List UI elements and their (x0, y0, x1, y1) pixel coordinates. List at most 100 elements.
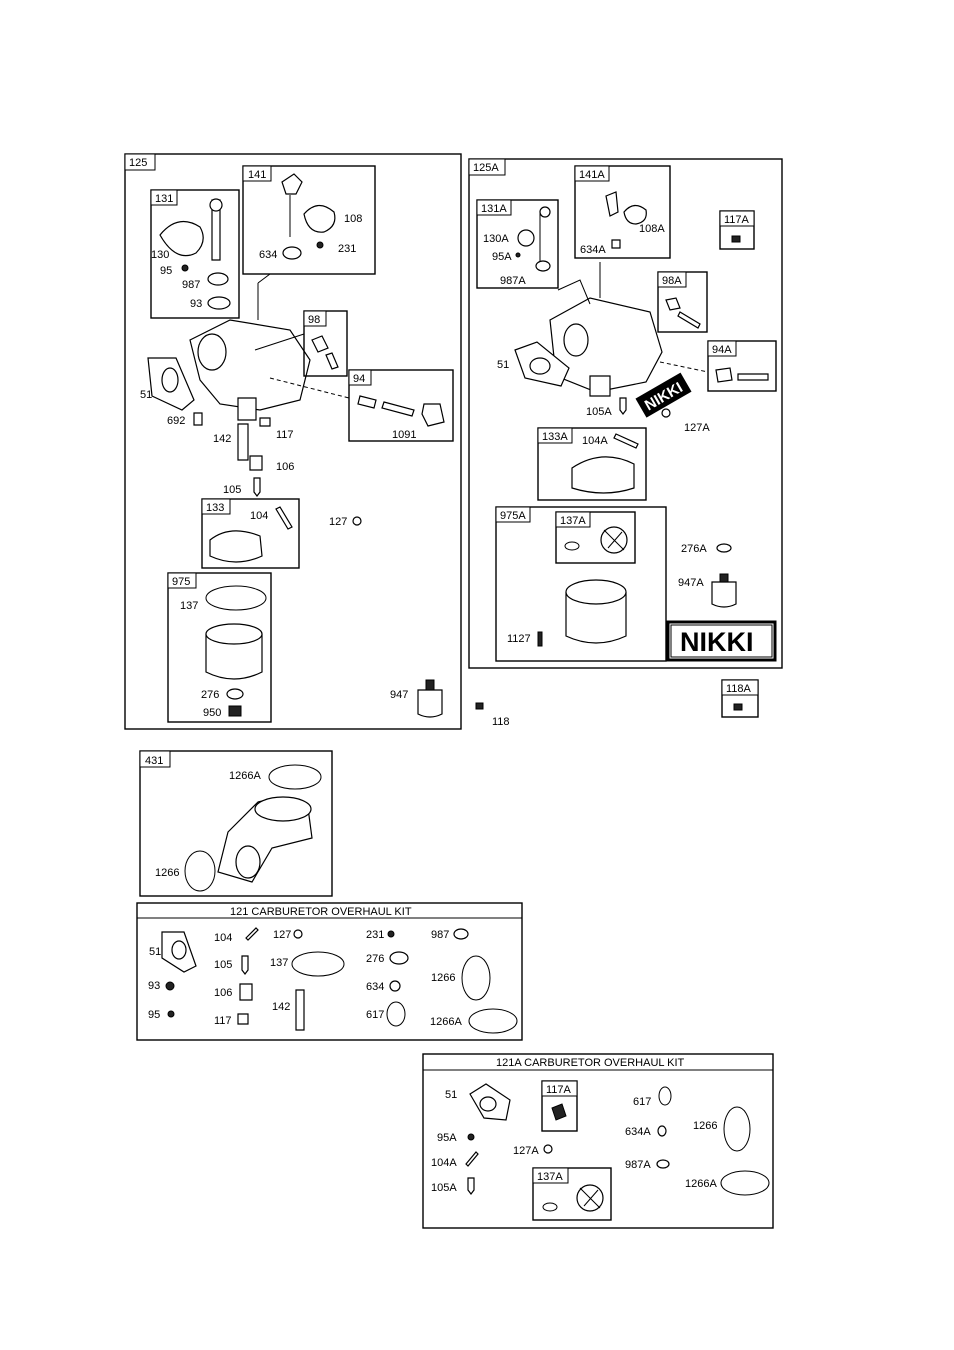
kit-121A-frame (422, 1053, 774, 1229)
label-108: 108 (344, 213, 362, 225)
kit121-label-127: 127 (273, 929, 291, 941)
box-141A (574, 165, 671, 259)
loose-parts-118: 118A 118 (475, 679, 759, 728)
label-105A: 105A (586, 406, 612, 418)
label-95: 95 (160, 265, 172, 277)
box-141-tag: 141 (248, 169, 266, 181)
label-987A: 987A (500, 275, 526, 287)
label-51A-side: 51 (497, 359, 509, 371)
kit121A-label-987A: 987A (625, 1159, 651, 1171)
label-127A: 127A (684, 422, 710, 434)
label-276: 276 (201, 689, 219, 701)
label-118: 118 (492, 716, 510, 728)
label-106: 106 (276, 461, 294, 473)
throttle-plate-icon (159, 220, 204, 257)
assembly-125-frame (124, 153, 462, 730)
choke-lever-icon (281, 173, 303, 195)
label-634A: 634A (580, 244, 606, 256)
assembly-125: 125 131 130 95 987 93 141 108 634 231 (124, 153, 462, 730)
label-130A: 130A (483, 233, 509, 245)
kit121-label-51: 51 (149, 946, 161, 958)
box-133-tag: 133 (206, 502, 224, 514)
label-276A: 276A (681, 543, 707, 555)
float-133A-icon (571, 456, 635, 494)
label-947: 947 (390, 689, 408, 701)
box-131A (476, 199, 559, 289)
kit121-label-142: 142 (272, 1001, 290, 1013)
kit-121-title: 121 CARBURETOR OVERHAUL KIT (230, 906, 412, 918)
solenoid-1091-icon (421, 403, 445, 427)
box-431-tag: 431 (145, 755, 163, 767)
kit121-label-276: 276 (366, 953, 384, 965)
kit121-label-93: 93 (148, 980, 160, 992)
kit121A-label-634A: 634A (625, 1126, 651, 1138)
nikki-brand-text: NIKKI (680, 627, 754, 657)
float-bowl-icon (205, 634, 263, 680)
kit121-label-987: 987 (431, 929, 449, 941)
label-1266: 1266 (155, 867, 179, 879)
label-51: 51 (140, 389, 152, 401)
box-94-tag: 94 (353, 373, 365, 385)
kit-121: 121 CARBURETOR OVERHAUL KIT 51 93 95 104… (136, 902, 523, 1041)
label-1091: 1091 (392, 429, 416, 441)
kit121-label-105: 105 (214, 959, 232, 971)
label-95A: 95A (492, 251, 512, 263)
box-98-tag: 98 (308, 314, 320, 326)
kit121A-label-617: 617 (633, 1096, 651, 1108)
nikki-brand-box (666, 620, 777, 662)
box-94 (348, 369, 454, 442)
box-137A-tag: 137A (560, 515, 586, 527)
box-975-tag: 975 (172, 576, 190, 588)
label-108A: 108A (639, 223, 665, 235)
label-104: 104 (250, 510, 268, 522)
kit121-label-137: 137 (270, 957, 288, 969)
kit121A-label-127A: 127A (513, 1145, 539, 1157)
kit121A-box-117A-tag: 117A (546, 1084, 572, 1096)
box-131 (150, 189, 240, 319)
box-94A-tag: 94A (712, 344, 732, 356)
kit121-label-104: 104 (214, 932, 232, 944)
kit121A-label-1266: 1266 (693, 1120, 717, 1132)
box-133A-tag: 133A (542, 431, 568, 443)
kit121-label-106: 106 (214, 987, 232, 999)
box-94A (707, 340, 777, 392)
label-987: 987 (182, 279, 200, 291)
label-130: 130 (151, 249, 169, 261)
kit121A-label-51: 51 (445, 1089, 457, 1101)
box-98A-tag: 98A (662, 275, 682, 287)
kit121A-box-137A (532, 1167, 612, 1221)
kit121-label-1266A: 1266A (430, 1016, 462, 1028)
intake-431: 431 1266A 1266 (139, 750, 333, 897)
box-131-tag: 131 (155, 193, 173, 205)
kit121A-box-137A-tag: 137A (537, 1171, 563, 1183)
label-117: 117 (276, 429, 294, 441)
kit121A-label-95A: 95A (437, 1132, 457, 1144)
kit121-label-231: 231 (366, 929, 384, 941)
label-231: 231 (338, 243, 356, 255)
kit121-label-117: 117 (214, 1015, 232, 1027)
assembly-125-tag: 125 (129, 157, 147, 169)
kit-121A: 121A CARBURETOR OVERHAUL KIT 51 117A 95A… (422, 1053, 774, 1229)
box-118A-tag: 118A (726, 683, 752, 695)
kit121A-label-105A: 105A (431, 1182, 457, 1194)
float-bowl-A-icon (565, 592, 627, 644)
kit121A-label-1266A: 1266A (685, 1178, 717, 1190)
label-692: 692 (167, 415, 185, 427)
solenoid-947-icon (417, 689, 443, 718)
label-142: 142 (213, 433, 231, 445)
main-nozzle-142-icon (237, 423, 249, 461)
box-975A (495, 506, 667, 662)
label-947A: 947A (678, 577, 704, 589)
assembly-125A-frame (468, 158, 783, 669)
kit121-label-617: 617 (366, 1009, 384, 1021)
label-105: 105 (223, 484, 241, 496)
box-975A-tag: 975A (500, 510, 526, 522)
box-141 (242, 165, 376, 275)
assembly-125A-tag: 125A (473, 162, 499, 174)
box-431 (139, 750, 333, 897)
box-141A-tag: 141A (579, 169, 605, 181)
kit-121-frame (136, 902, 523, 1041)
label-1127: 1127 (507, 633, 531, 645)
o-ring-137-icon (205, 585, 267, 611)
